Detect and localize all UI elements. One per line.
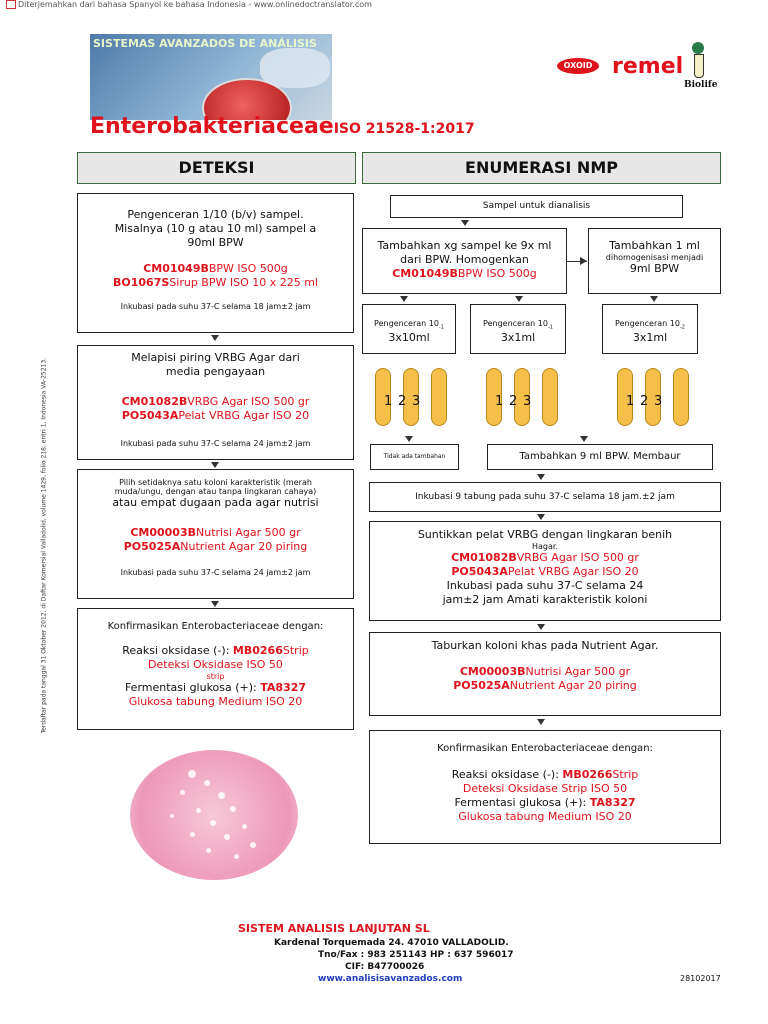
oxoid-logo: OXOID <box>557 58 599 74</box>
biolife-label: Biolife <box>684 80 718 90</box>
tube <box>431 368 447 426</box>
add-9ml-box: Tambahkan 9 ml BPW. Membaur <box>487 444 713 470</box>
glove-hand-graphic <box>260 48 330 88</box>
registry-side-note: Terdaftar pada tanggal 31 Oktober 2012, … <box>40 357 48 734</box>
enumerasi-header: ENUMERASI NMP <box>362 152 721 184</box>
add-sample-box: Tambahkan xg sampel ke 9x ml dari BPW. H… <box>362 228 567 294</box>
tube <box>673 368 689 426</box>
tube-number: 1 <box>626 394 635 409</box>
footer-cif: CIF: B47700026 <box>345 962 425 972</box>
tube-number: 2 <box>640 394 649 409</box>
tube <box>645 368 661 426</box>
page-title: EnterobakteriaceaeISO 21528-1:2017 <box>90 114 475 139</box>
header-banner: SISTEMAS AVANZADOS DE ANÁLISIS <box>90 34 332 120</box>
tube <box>486 368 502 426</box>
banner-title: SISTEMAS AVANZADOS DE ANÁLISIS <box>93 37 317 50</box>
dilution-box-3: Pengenceran 10-2 3x1ml <box>602 304 698 354</box>
deteksi-header: DETEKSI <box>77 152 356 184</box>
dilution-box-1: Pengenceran 10-1 3x10ml <box>362 304 456 354</box>
tube-number: 2 <box>398 394 407 409</box>
footer-doc-code: 28102017 <box>680 974 721 983</box>
tube-number: 3 <box>523 394 532 409</box>
dilution-box-2: Pengenceran 10-1 3x1ml <box>470 304 566 354</box>
spread-nutrient-box: Taburkan koloni khas pada Nutrient Agar.… <box>369 632 721 716</box>
translator-icon <box>6 0 16 9</box>
translation-banner-text: Diterjemahkan dari bahasa Spanyol ke bah… <box>18 0 372 9</box>
tube <box>514 368 530 426</box>
translation-banner[interactable]: Diterjemahkan dari bahasa Spanyol ke bah… <box>6 0 372 9</box>
add-1ml-box: Tambahkan 1 ml dihomogenisasi menjadi 9m… <box>588 228 721 294</box>
biolife-logo-icon <box>688 42 708 78</box>
inject-vrbg-box: Suntikkan pelat VRBG dengan lingkaran be… <box>369 521 721 621</box>
tube-number: 1 <box>384 394 393 409</box>
tube-number: 2 <box>509 394 518 409</box>
tube-number: 3 <box>654 394 663 409</box>
left-box-select: Pilih setidaknya satu koloni karakterist… <box>77 469 354 599</box>
left-box-confirm: Konfirmasikan Enterobacteriaceae dengan:… <box>77 608 354 730</box>
footer-website-link[interactable]: www.analisisavanzados.com <box>318 974 463 984</box>
incubate-9-tubes-box: Inkubasi 9 tabung pada suhu 37-C selama … <box>369 482 721 512</box>
tube <box>403 368 419 426</box>
tube <box>542 368 558 426</box>
footer-address: Kardenal Torquemada 24. 47010 VALLADOLID… <box>274 938 509 948</box>
sample-box: Sampel untuk dianalisis <box>390 195 683 218</box>
colony-plate-image <box>130 750 298 880</box>
left-box-dilution: Pengenceran 1/10 (b/v) sampel. Misalnya … <box>77 193 354 333</box>
remel-logo: remel <box>612 54 684 79</box>
no-addition-box: Tidak ada tambahan <box>370 444 459 470</box>
confirm-enumeration-box: Konfirmasikan Enterobacteriaceae dengan:… <box>369 730 721 844</box>
tube-number: 1 <box>495 394 504 409</box>
footer-company: SISTEM ANALISIS LANJUTAN SL <box>238 922 430 935</box>
footer-phone: Tno/Fax : 983 251143 HP : 637 596017 <box>318 950 514 960</box>
tube-number: 3 <box>412 394 421 409</box>
tube <box>375 368 391 426</box>
left-box-plating: Melapisi piring VRBG Agar dari media pen… <box>77 345 354 460</box>
tube <box>617 368 633 426</box>
